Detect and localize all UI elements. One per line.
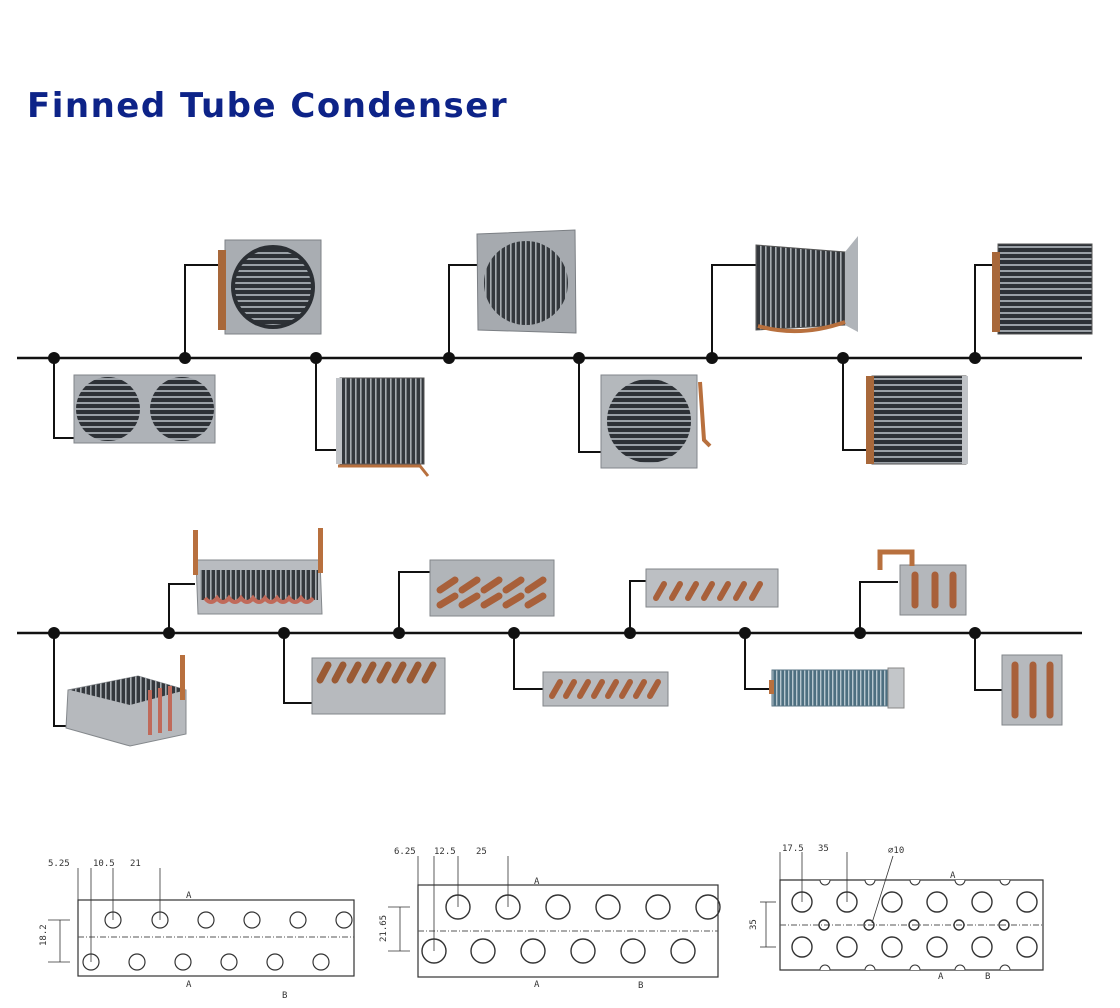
product-square-fan-condenser-b: [476, 229, 577, 334]
product-open-fin-condenser-c: [992, 243, 1093, 335]
dim-label: 25: [476, 847, 487, 857]
timeline-row-1: [17, 264, 1082, 453]
fin-drawing-2: 6.25 12.5 25 21.65 A A B: [379, 847, 721, 991]
dim-label: 21: [130, 859, 141, 869]
product-open-fin-condenser-b: [866, 375, 968, 465]
dim-label: 21.65: [379, 915, 389, 942]
product-mini-coil-a: [877, 549, 967, 616]
product-flat-coil-c: [542, 671, 669, 707]
dim-label: 17.5: [782, 844, 804, 854]
fin-drawing-3: 17.5 35 ⌀10 35 A A B: [749, 844, 1044, 982]
product-wire-coil-condenser: [755, 236, 858, 334]
dim-label: 35: [818, 844, 829, 854]
product-square-fan-condenser-a: [218, 239, 322, 335]
dim-label: 5.25: [48, 859, 70, 869]
product-tray-coil-a: [193, 528, 323, 615]
product-tray-coil-b: [65, 655, 187, 747]
dim-label: 10.5: [93, 859, 115, 869]
section-mark: A: [534, 980, 540, 990]
dim-label: 6.25: [394, 847, 416, 857]
section-mark: B: [638, 981, 643, 991]
product-flat-coil-d: [645, 568, 779, 608]
section-mark: B: [985, 972, 990, 982]
section-mark: A: [534, 877, 540, 887]
section-mark: A: [186, 891, 192, 901]
dim-label: ⌀10: [888, 846, 904, 856]
product-open-fin-condenser-a: [336, 377, 430, 477]
section-mark: A: [186, 980, 192, 990]
dim-label: 12.5: [434, 847, 456, 857]
product-double-fan-condenser: [73, 374, 216, 444]
product-blue-fin-coil: [769, 667, 905, 709]
product-flat-coil-b: [429, 559, 555, 617]
section-mark: B: [282, 991, 287, 1001]
page-title: Finned Tube Condenser: [27, 86, 509, 126]
section-mark: A: [950, 871, 956, 881]
dim-label: 35: [749, 919, 759, 930]
section-mark: A: [938, 972, 944, 982]
dim-label: 18.2: [39, 924, 49, 946]
fin-drawing-1: 5.25 10.5 21 18.2 A A B: [39, 859, 355, 1001]
product-round-fan-condenser: [600, 374, 712, 469]
product-mini-coil-b: [1001, 654, 1063, 726]
product-flat-coil-a: [311, 657, 446, 715]
